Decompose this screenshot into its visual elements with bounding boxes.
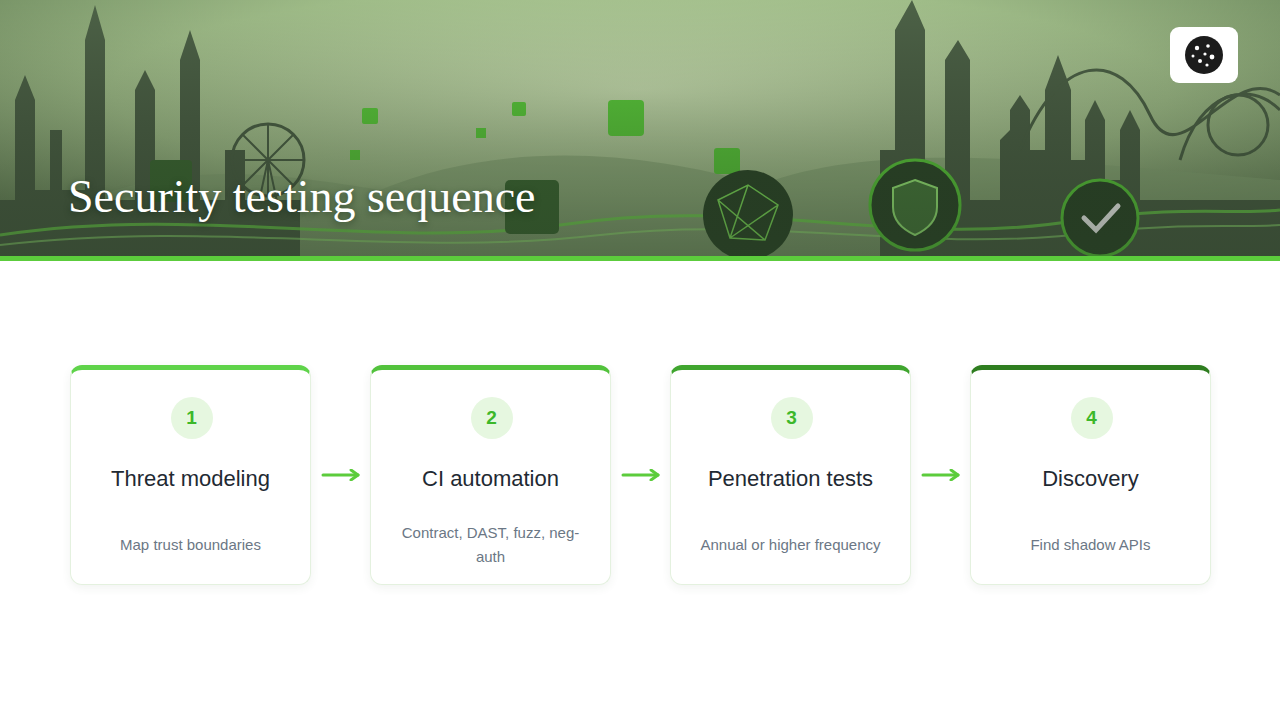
step-card: Threat modelingMap trust boundaries 1	[70, 365, 311, 585]
logo-dot	[1210, 55, 1215, 60]
shade	[0, 0, 1280, 256]
number-circle-fill	[771, 397, 813, 439]
step-number: 2	[471, 397, 513, 439]
number-circle-fill	[1071, 397, 1113, 439]
header-rule	[0, 256, 1280, 261]
step-description: Contract, DAST, fuzz, neg-auth	[388, 521, 593, 569]
step-description: Map trust boundaries	[88, 533, 293, 557]
step-number-circle: 4	[1071, 397, 1113, 439]
flow-arrow	[623, 474, 658, 477]
step-heading: Penetration tests	[671, 466, 910, 492]
step-number-circle: 2	[471, 397, 513, 439]
logo-dot	[1203, 52, 1206, 55]
header-illustration	[0, 0, 1280, 262]
step-description-area: Annual or higher frequency	[671, 518, 910, 572]
logo-dot	[1192, 55, 1195, 58]
logo-dot	[1198, 59, 1202, 63]
step-card: CI automationContract, DAST, fuzz, neg-a…	[370, 365, 611, 585]
step-heading: Threat modeling	[71, 466, 310, 492]
logo-mark	[1185, 36, 1223, 74]
number-circle-fill	[471, 397, 513, 439]
step-number: 1	[171, 397, 213, 439]
flow-arrow	[923, 474, 958, 477]
step-description-area: Find shadow APIs	[971, 518, 1210, 572]
page-title: Security testing sequence	[68, 170, 536, 223]
number-circle-fill	[171, 397, 213, 439]
step-description-area: Contract, DAST, fuzz, neg-auth	[371, 518, 610, 572]
step-heading: CI automation	[371, 466, 610, 492]
step-number: 3	[771, 397, 813, 439]
logo-dots	[1192, 44, 1215, 66]
sky-background	[0, 0, 1280, 256]
step-number-circle: 3	[771, 397, 813, 439]
step-description: Annual or higher frequency	[688, 533, 893, 557]
step-description-area: Map trust boundaries	[71, 518, 310, 572]
flow-arrow	[323, 474, 358, 477]
logo-box	[1170, 27, 1238, 83]
step-number-circle: 1	[171, 397, 213, 439]
step-description: Find shadow APIs	[988, 533, 1193, 557]
logo-dot	[1195, 46, 1199, 50]
step-number: 4	[1071, 397, 1113, 439]
step-heading: Discovery	[971, 466, 1210, 492]
logo-dot	[1206, 44, 1210, 48]
step-card: Penetration testsAnnual or higher freque…	[670, 365, 911, 585]
logo-dot	[1205, 63, 1208, 66]
step-card: DiscoveryFind shadow APIs 4	[970, 365, 1211, 585]
